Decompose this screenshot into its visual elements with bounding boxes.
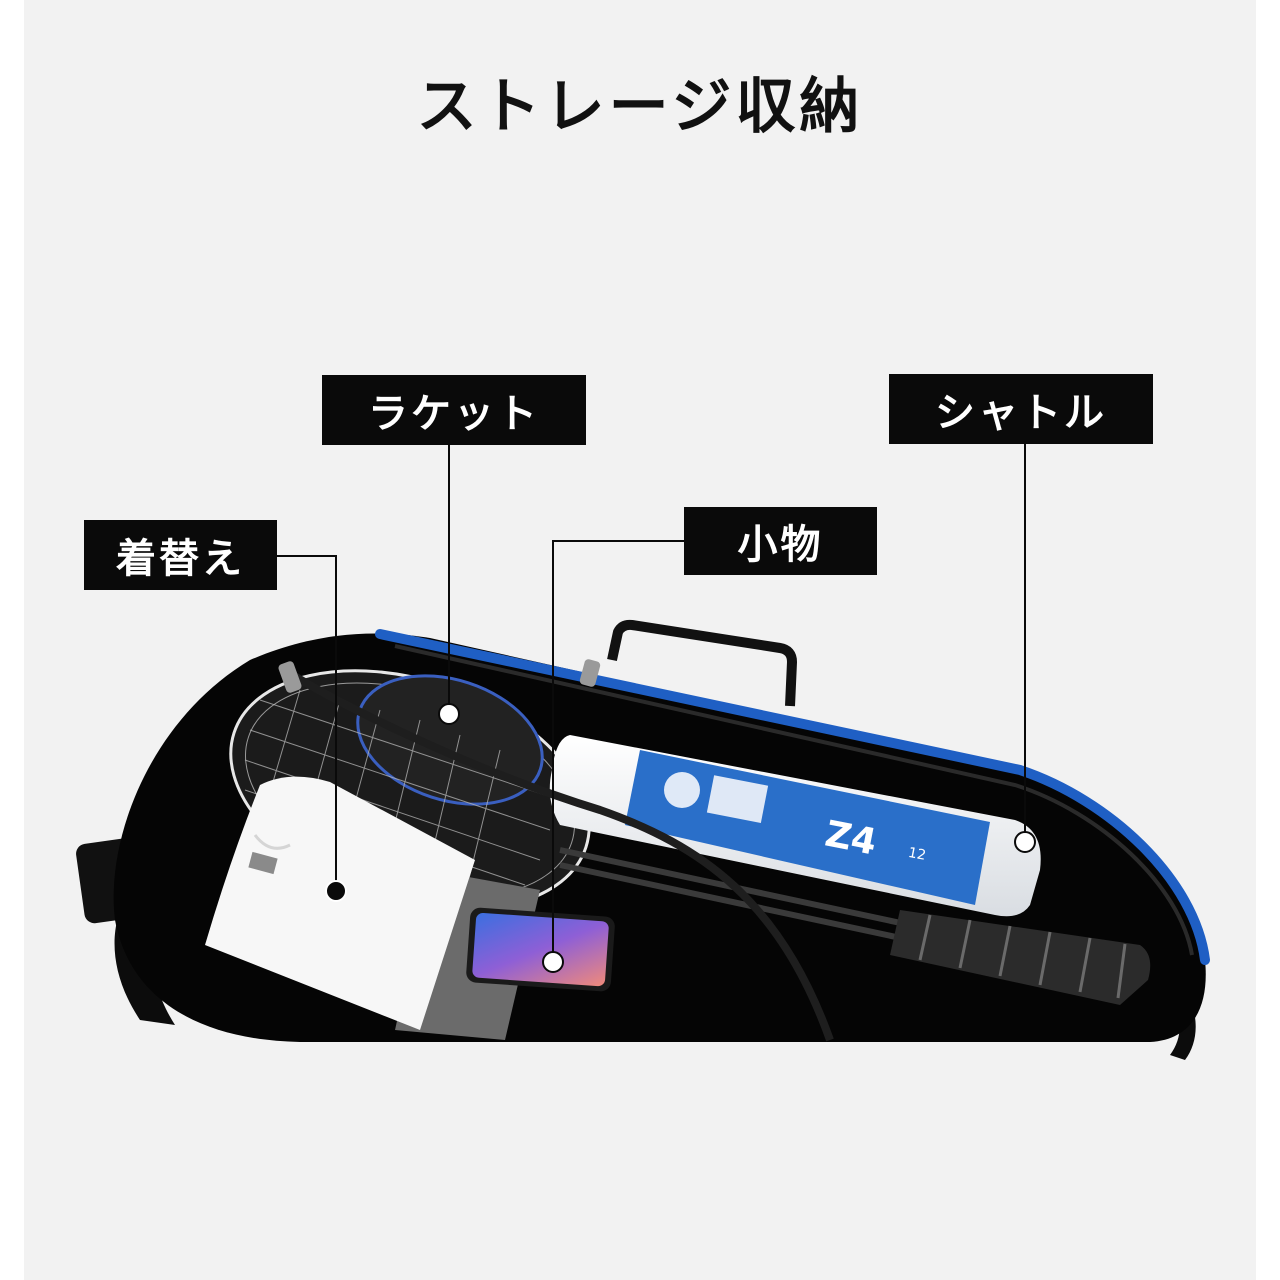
clothes-callout-line [277, 555, 337, 891]
bag-handle [607, 619, 797, 707]
shuttle-small-text: 12 [907, 845, 928, 864]
racket-label: ラケット [322, 375, 586, 445]
shuttle-tube: Z4 12 [549, 735, 1041, 917]
background-panel [24, 0, 1256, 1280]
shuttle-marker [1014, 831, 1036, 853]
small-items-callout-line [552, 540, 684, 962]
clothes-label: 着替え [84, 520, 277, 590]
clothes-marker [325, 880, 347, 902]
small-items-marker [542, 951, 564, 973]
page-title: ストレージ収納 [416, 72, 864, 142]
small-items-label: 小物 [684, 507, 877, 575]
shuttle-model-text: Z4 [822, 814, 880, 864]
white-tshirt [205, 776, 475, 1030]
racket-marker [438, 703, 460, 725]
zipper [278, 659, 834, 1042]
smartphone [466, 907, 615, 992]
shuttle-label: シャトル [889, 374, 1153, 444]
